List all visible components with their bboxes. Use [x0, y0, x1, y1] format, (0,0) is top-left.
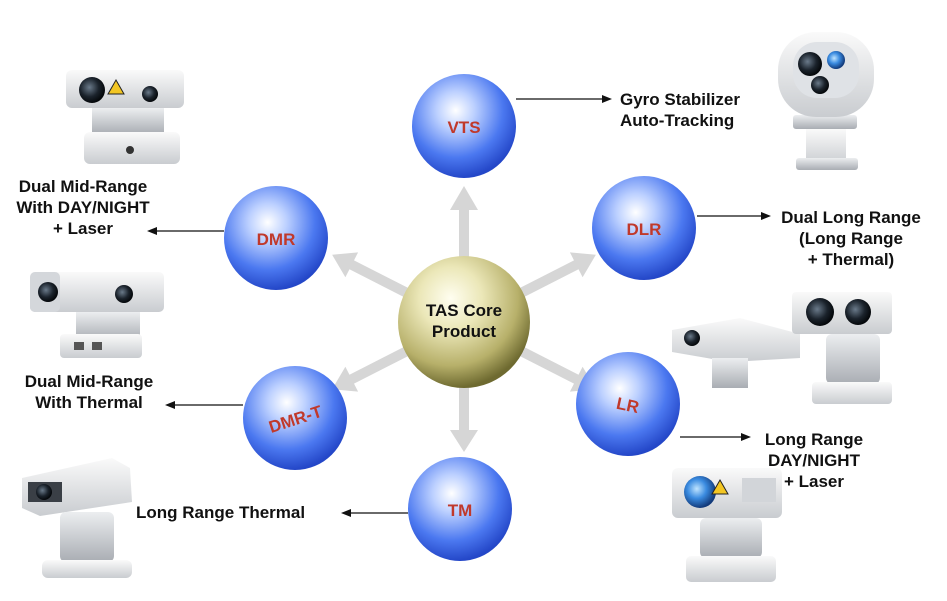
- desc-line: Long Range: [764, 430, 864, 449]
- node-label: DLR: [627, 220, 662, 239]
- camera-tm-icon: [22, 458, 132, 578]
- camera-dmr-t-icon: [30, 272, 164, 358]
- arrow-to-dmr: [332, 338, 426, 392]
- node-label: TM: [448, 501, 473, 520]
- node-label: VTS: [447, 118, 480, 137]
- node-label: LR: [615, 394, 641, 417]
- node-vts: VTS: [412, 74, 516, 178]
- desc-line: With Thermal: [35, 393, 143, 412]
- desc-line: + Laser: [783, 472, 844, 491]
- arrow-to-dmr-t: [332, 252, 426, 306]
- node-tm: TM: [408, 457, 512, 561]
- radial-arrows: [332, 186, 596, 452]
- node-label: DMR: [257, 230, 296, 249]
- desc-line: Gyro Stabilizer: [620, 90, 740, 109]
- desc-line: Long Range Thermal: [136, 503, 306, 522]
- desc-line: + Laser: [52, 219, 113, 238]
- node-dmr-t: DMR-T: [243, 366, 347, 470]
- camera-vts-icon: [778, 32, 874, 170]
- arrow-to-lr: [502, 338, 596, 392]
- desc-dmr: Dual Mid-Range With DAY/NIGHT + Laser: [2, 176, 164, 239]
- desc-lr: Long Range DAY/NIGHT + Laser: [752, 429, 876, 492]
- desc-line: (Long Range: [799, 229, 903, 248]
- node-dmr: DMR: [224, 186, 328, 290]
- connector-arrows: [147, 95, 771, 517]
- desc-line: Auto-Tracking: [620, 111, 735, 130]
- desc-vts: Gyro Stabilizer Auto-Tracking: [620, 89, 740, 131]
- core-label-line2: Product: [432, 322, 497, 341]
- core-node: TAS Core Product: [398, 256, 530, 388]
- node-dlr: DLR: [592, 176, 696, 280]
- desc-dlr: Dual Long Range (Long Range + Thermal): [770, 207, 932, 270]
- arrow-to-vts: [450, 186, 478, 262]
- desc-line: With DAY/NIGHT: [16, 198, 150, 217]
- core-label-line1: TAS Core: [426, 301, 502, 320]
- node-lr: LR: [576, 352, 680, 456]
- desc-line: Dual Mid-Range: [18, 177, 148, 196]
- arrow-to-dlr: [502, 252, 596, 306]
- camera-dlr-icon: [672, 292, 892, 404]
- desc-dmr-t: Dual Mid-Range With Thermal: [8, 371, 170, 413]
- desc-line: DAY/NIGHT: [768, 451, 860, 470]
- desc-line: Dual Mid-Range: [24, 372, 154, 391]
- camera-lr-icon: [672, 468, 782, 582]
- desc-line: + Thermal): [807, 250, 895, 269]
- arrow-to-tm: [450, 385, 478, 452]
- camera-dmr-icon: [66, 70, 184, 164]
- desc-line: Dual Long Range: [781, 208, 921, 227]
- desc-tm: Long Range Thermal: [136, 502, 305, 523]
